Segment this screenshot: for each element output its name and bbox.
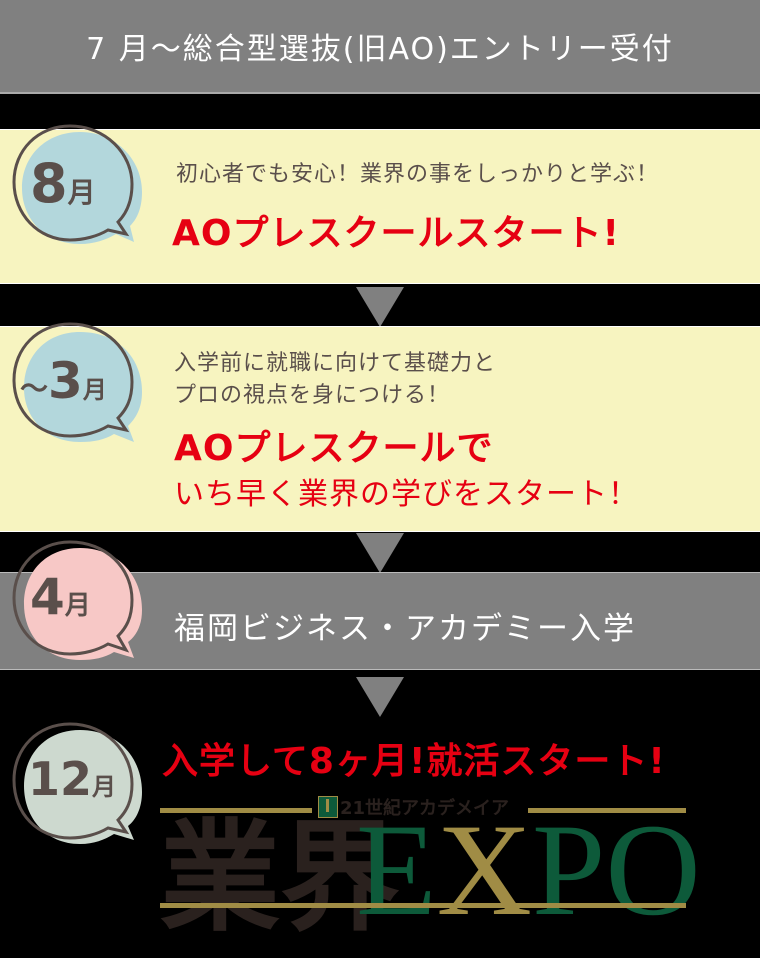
logo-title-jp: 業界 (160, 807, 400, 948)
speech-bubble-icon (12, 124, 142, 244)
step-april-title: 福岡ビジネス・アカデミー入学 (174, 611, 636, 647)
header-title: 7 月〜総合型選抜(旧AO)エントリー受付 (86, 32, 674, 67)
month-number: 8 (30, 152, 68, 215)
step-december-headline: 入学して8ヶ月!就活スタート! (162, 741, 666, 782)
step-march-subtitle-1: 入学前に就職に向けて基礎力と (174, 351, 497, 376)
month-bubble-april: 4月 (8, 538, 142, 660)
step-august-headline: AOプレスクールスタート! (172, 213, 620, 254)
month-unit: 月 (92, 773, 117, 801)
speech-bubble-icon (12, 722, 142, 844)
step-march-headline-2: いち早く業界の学びをスタート！ (174, 477, 639, 512)
month-number: 4 (30, 568, 65, 626)
speech-bubble-icon (12, 540, 142, 660)
month-bubble-august: 8月 (8, 122, 142, 244)
month-unit: 月 (64, 591, 91, 621)
down-arrow-icon (356, 287, 404, 327)
down-arrow-icon (356, 533, 404, 573)
logo-divider (160, 903, 686, 908)
industry-expo-logo: 21世紀アカデメイア 業界 EXPO EXPO (160, 790, 701, 938)
month-bubble-december: 12月 (8, 722, 142, 844)
month-unit: 月 (82, 376, 107, 404)
logo-title-en: EXPO (356, 796, 701, 943)
entry-header: 7 月〜総合型選抜(旧AO)エントリー受付 (0, 0, 760, 94)
down-arrow-icon (356, 677, 404, 717)
logo-divider (160, 808, 312, 813)
month-prefix: 〜 (20, 372, 49, 405)
logo-divider (528, 808, 686, 813)
speech-bubble-icon (12, 322, 142, 442)
month-number: 12 (28, 752, 93, 806)
academeia-mark-icon (318, 796, 338, 818)
step-march-headline-1: AOプレスクールで (174, 428, 494, 469)
step-march-subtitle-2: プロの視点を身につける！ (174, 383, 451, 408)
step-august-subtitle: 初心者でも安心！業界の事をしっかりと学ぶ！ (176, 162, 660, 187)
month-unit: 月 (67, 176, 96, 209)
month-bubble-march: 〜3月 (8, 318, 142, 442)
month-number: 3 (48, 352, 83, 410)
logo-brand: 21世紀アカデメイア (340, 798, 510, 819)
